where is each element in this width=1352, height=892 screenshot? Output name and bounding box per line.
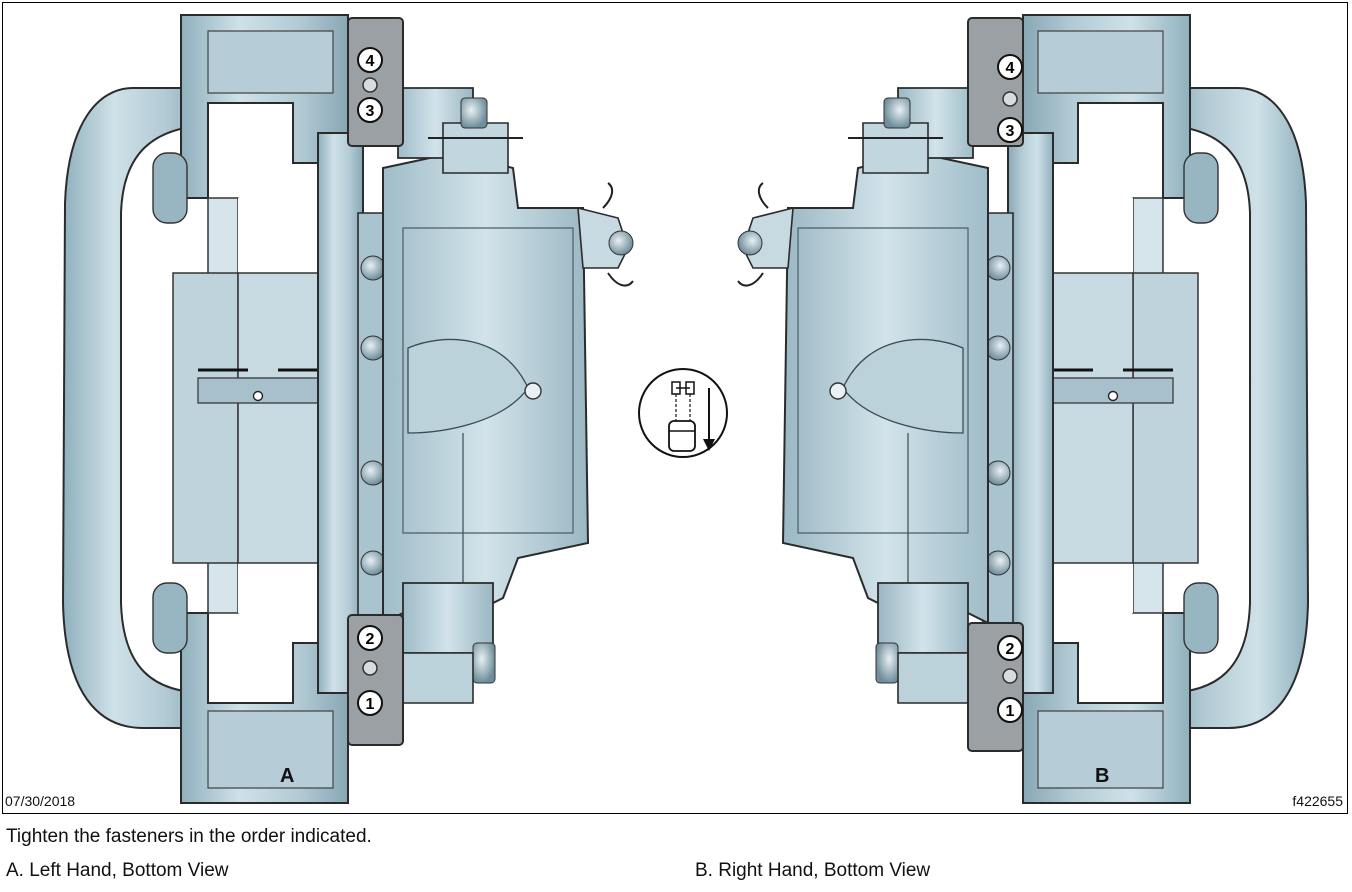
view-b-letter: B [1095, 765, 1110, 787]
svg-text:4: 4 [1006, 60, 1015, 77]
fastener-callout-a-3: 3 [357, 97, 383, 123]
caliper-view-a [61, 13, 635, 805]
figure-id: f422655 [1292, 793, 1343, 809]
date-stamp: 07/30/2018 [5, 793, 76, 809]
fastener-callout-b-3: 3 [997, 117, 1023, 143]
fastener-callout-b-1: 1 [997, 697, 1023, 723]
svg-text:1: 1 [366, 696, 375, 713]
svg-text:2: 2 [366, 631, 375, 648]
fastener-callout-a-2: 2 [357, 625, 383, 651]
vehicle-forward-direction-icon [638, 368, 728, 458]
fastener-callout-b-2: 2 [997, 635, 1023, 661]
figure-instruction: Tighten the fasteners in the order indic… [6, 826, 372, 847]
svg-text:4: 4 [366, 53, 375, 70]
svg-text:1: 1 [1006, 703, 1015, 720]
legend-item-b: B. Right Hand, Bottom View [695, 860, 931, 881]
svg-text:3: 3 [366, 103, 375, 120]
fastener-callout-a-1: 1 [357, 690, 383, 716]
fastener-callout-a-4: 4 [357, 47, 383, 73]
caliper-illustration: 4 3 2 1 4 3 2 1 [61, 13, 1310, 805]
svg-text:3: 3 [1006, 123, 1015, 140]
legend-item-a: A. Left Hand, Bottom View [6, 860, 229, 881]
svg-text:2: 2 [1006, 641, 1015, 658]
view-a-letter: A [280, 765, 295, 787]
figure-frame: 4 3 2 1 4 3 2 1 [2, 2, 1348, 814]
caliper-view-b [736, 13, 1310, 805]
fastener-callout-b-4: 4 [997, 54, 1023, 80]
